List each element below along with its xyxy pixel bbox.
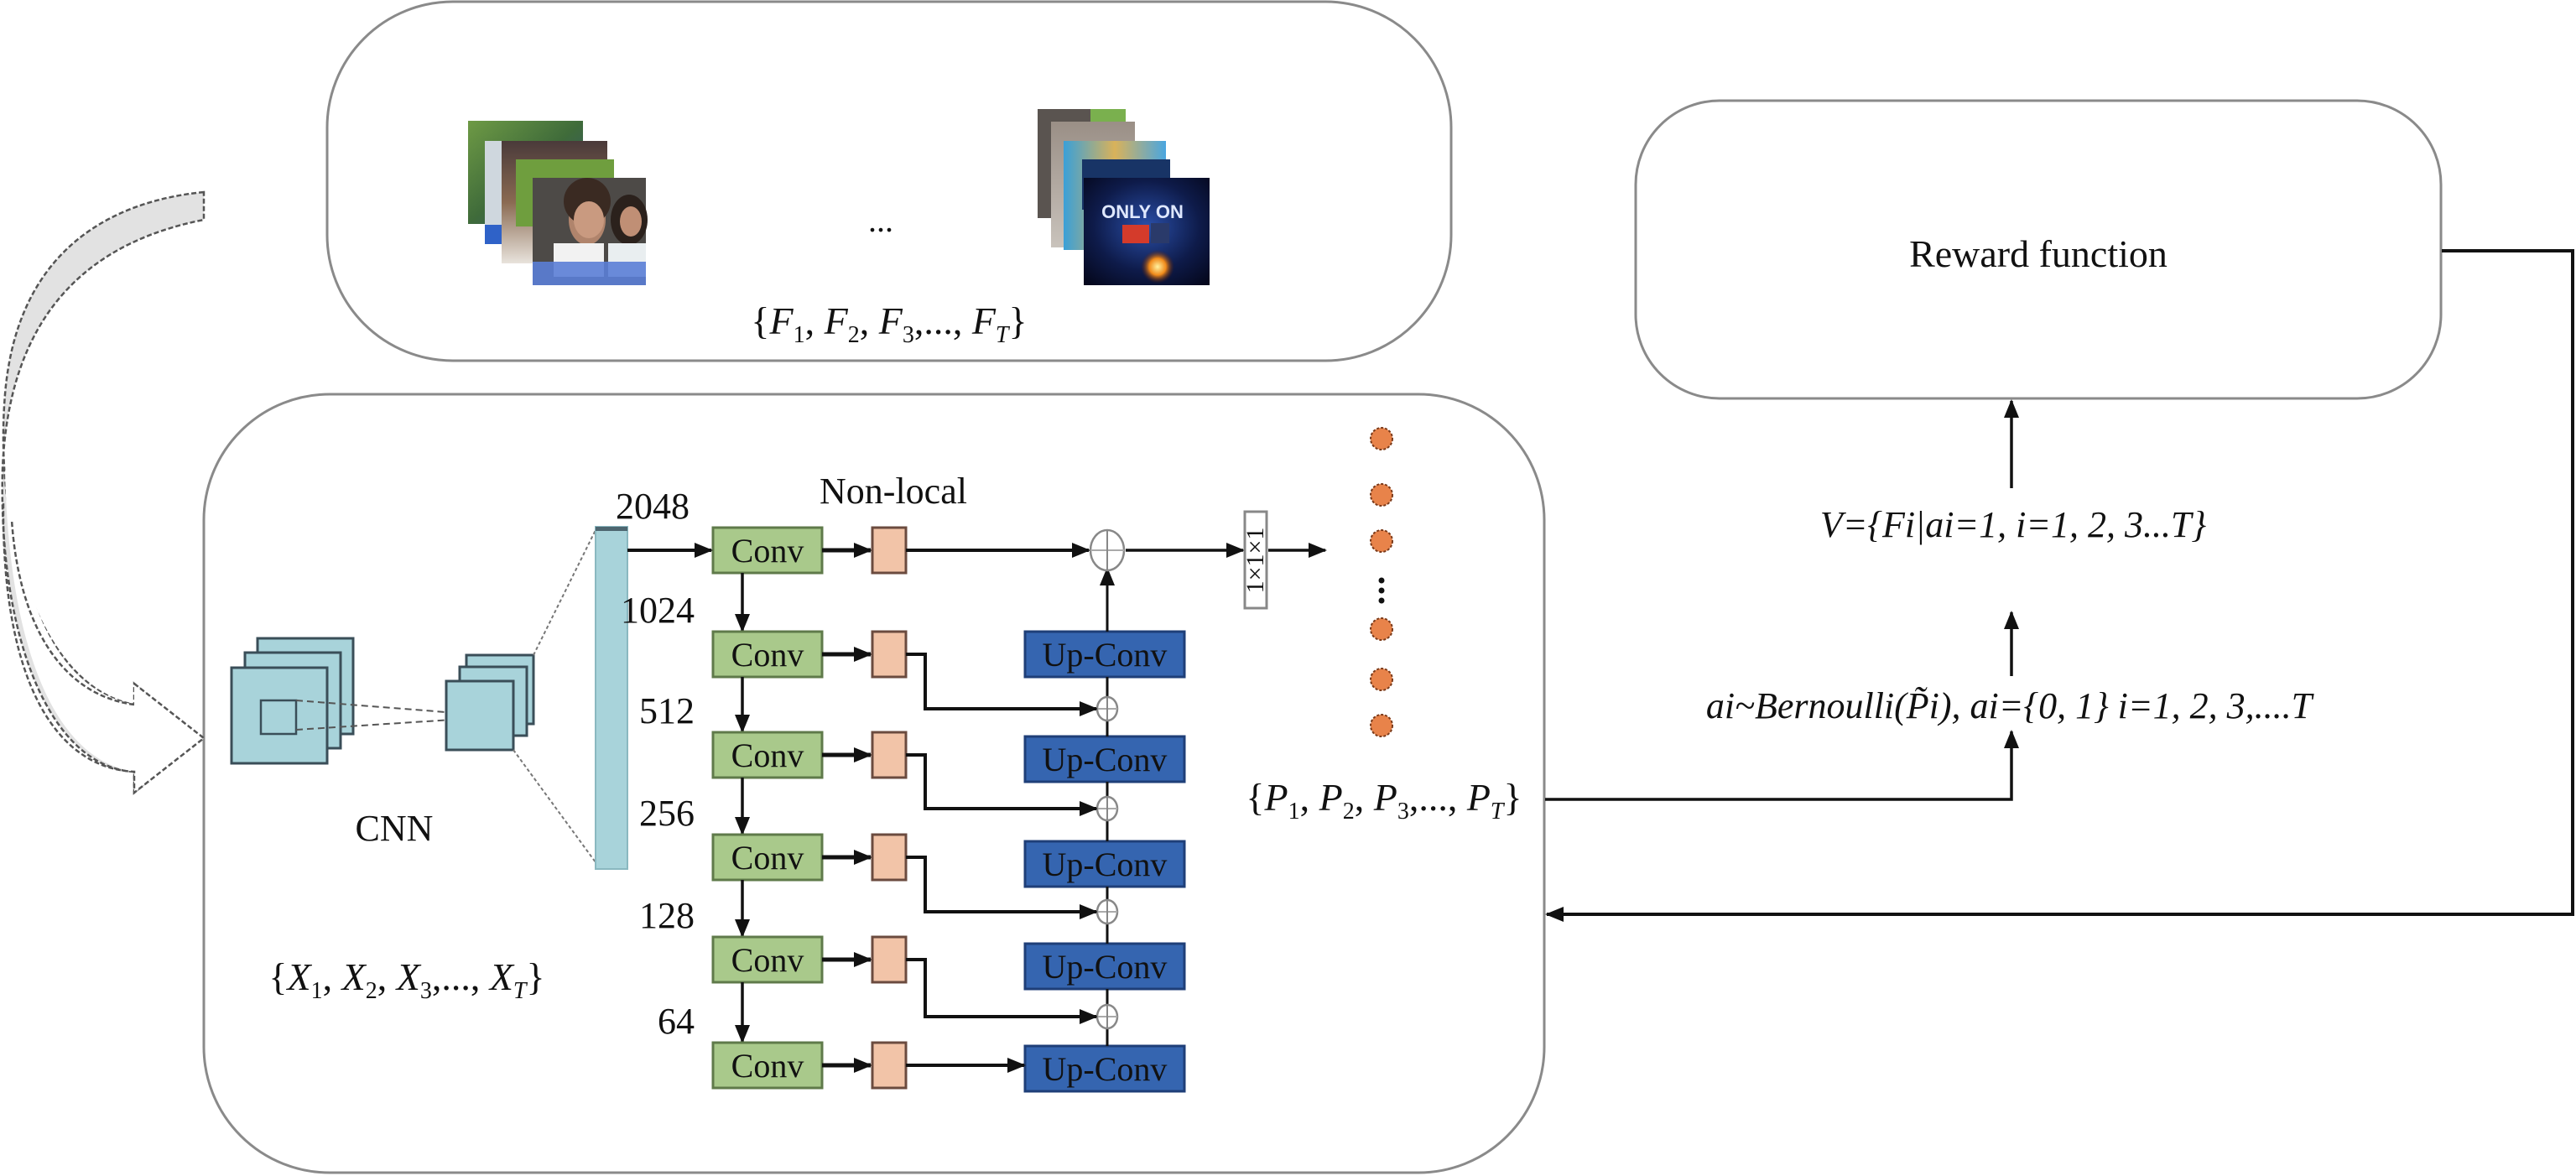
- ellipsis-dot: [1378, 587, 1385, 594]
- conv-label: Conv: [731, 636, 804, 674]
- non-local-block: [871, 526, 908, 575]
- sampling-equation: ai~Bernoulli(P̃i), ai={0, 1} i=1, 2, 3,.…: [1706, 685, 2315, 726]
- upconv-label: Up-Conv: [1043, 846, 1168, 883]
- output-probability-dots: [1370, 427, 1393, 737]
- frame-overlay-text: ONLY ON: [1101, 201, 1184, 222]
- conv-label: Conv: [731, 941, 804, 979]
- cnn-label: CNN: [356, 808, 434, 849]
- arrow-lateral-skip: [906, 958, 1098, 1024]
- conv-block: Conv: [711, 935, 824, 984]
- receptive-field-lines: [295, 700, 479, 731]
- sum-node-icon: [1095, 695, 1119, 722]
- arrow-lateral-skip: [906, 753, 1098, 816]
- upconv-block: Up-Conv: [1023, 735, 1186, 783]
- frames-ellipsis: ...: [868, 201, 893, 239]
- receptive-field-window: [259, 699, 298, 736]
- selection-equation: V={Fi|ai=1, i=1, 2, 3...T}: [1820, 504, 2207, 545]
- upconv-block: Up-Conv: [1023, 942, 1186, 991]
- upconv-block: Up-Conv: [1023, 840, 1186, 888]
- cnn-output-feature-maps: [445, 653, 535, 752]
- conv-block: Conv: [711, 731, 824, 779]
- upconv-label: Up-Conv: [1043, 1050, 1168, 1088]
- output-dot: [1370, 617, 1393, 641]
- reward-function-title: Reward function: [1909, 232, 2167, 275]
- flattened-feature-vector: [595, 526, 628, 870]
- arrow-reward-feedback: [1545, 249, 2574, 922]
- curved-block-arrow-icon: [1, 190, 206, 795]
- non-local-block: [871, 935, 908, 984]
- non-local-label: Non-local: [820, 471, 967, 512]
- non-local-block: [871, 1041, 908, 1090]
- output-dot: [1370, 714, 1393, 737]
- upconv-label: Up-Conv: [1043, 948, 1168, 986]
- non-local-block: [871, 630, 908, 679]
- ellipsis-dot: [1378, 577, 1385, 584]
- frame-stack-left: [468, 121, 648, 285]
- input-set-label: {X1, X2, X3,..., XT}: [268, 955, 544, 1004]
- upconv-block: Up-Conv: [1023, 630, 1186, 679]
- conv-label: Conv: [731, 532, 804, 570]
- upconv-label: Up-Conv: [1043, 636, 1168, 674]
- channel-label: 1024: [621, 590, 695, 631]
- svg-text:1×1×1: 1×1×1: [1241, 528, 1269, 594]
- channel-label: 2048: [616, 486, 690, 527]
- arrow-lateral-skip: [906, 856, 1098, 919]
- output-dot: [1370, 427, 1393, 450]
- output-dot: [1370, 529, 1393, 553]
- conv-block: Conv: [711, 526, 824, 575]
- arrow-lateral-skip: [906, 653, 1098, 716]
- sum-node-icon: [1095, 1003, 1119, 1030]
- frames-set-label: {F1, F2, F3,..., FT}: [751, 299, 1027, 348]
- upconv-label: Up-Conv: [1043, 741, 1168, 778]
- channel-label: 128: [639, 895, 695, 936]
- conv-label: Conv: [731, 736, 804, 774]
- frame-stack-right: ONLY ON: [1038, 109, 1210, 285]
- channel-label: 256: [639, 793, 695, 834]
- conv-block: Conv: [711, 630, 824, 679]
- conv-block: Conv: [711, 833, 824, 882]
- conv-block: Conv: [711, 1041, 824, 1090]
- conv-label: Conv: [731, 1047, 804, 1085]
- output-set-label: {P1, P2, P3,..., PT}: [1246, 776, 1522, 825]
- non-local-block: [871, 833, 908, 882]
- conv-label: Conv: [731, 839, 804, 877]
- ellipsis-dot: [1378, 597, 1385, 604]
- feature-pyramid: 2048Conv1024Conv512Conv256Conv128Conv64C…: [616, 486, 1327, 1093]
- channel-label: 64: [658, 1001, 695, 1042]
- network-panel: [202, 393, 1546, 1174]
- arrow-probabilities-to-sampling: [1545, 730, 2019, 801]
- output-dot: [1370, 483, 1393, 507]
- channel-label: 512: [639, 690, 695, 731]
- reward-function-box: [1634, 99, 2443, 400]
- output-dot: [1370, 668, 1393, 691]
- sum-node-icon: [1089, 528, 1126, 572]
- sum-node-icon: [1095, 795, 1119, 822]
- sum-node-icon: [1095, 898, 1119, 925]
- upconv-block: Up-Conv: [1023, 1044, 1186, 1093]
- non-local-block: [871, 731, 908, 779]
- cnn-input-feature-maps: [230, 637, 355, 765]
- kernel-1x1x1-box: 1×1×1: [1241, 510, 1269, 610]
